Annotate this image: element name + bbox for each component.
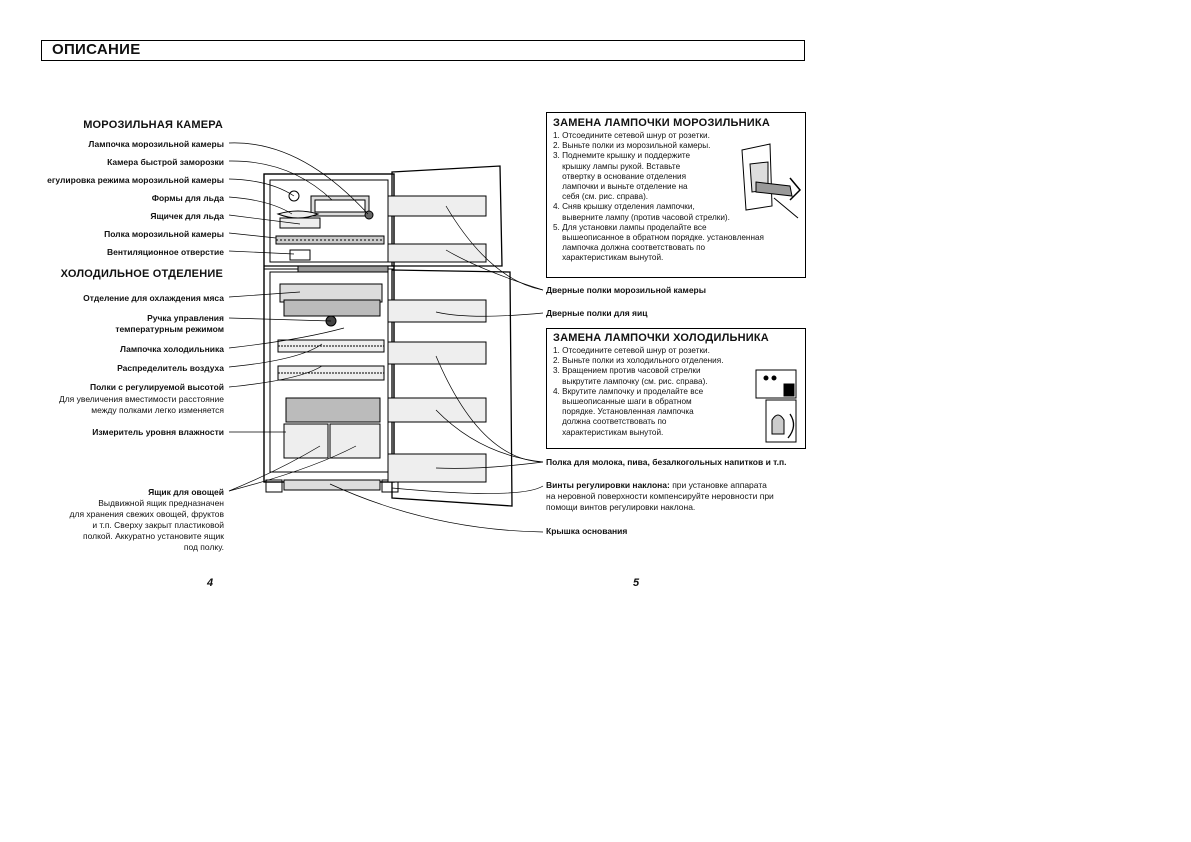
- step-line: 1. Отсоедините сетевой шнур от розетки.: [553, 346, 723, 356]
- step-line: 3. Вращением против часовой стрелки: [553, 366, 723, 376]
- page-number-right: 5: [633, 577, 639, 589]
- label-veg-desc-1: Выдвижной ящик предназначен: [98, 498, 224, 508]
- label-veg-desc-4: полкой. Аккуратно установите ящик: [83, 531, 224, 541]
- step-line: 5. Для установки лампы проделайте все: [553, 223, 764, 233]
- label-leveling-screws: Винты регулировки наклона: при установке…: [546, 480, 767, 490]
- label-quick-freeze: Камера быстрой заморозки: [107, 157, 224, 167]
- step-line: себя (см. рис. справа).: [553, 192, 764, 202]
- step-line: лампочка должна соответствовать по: [553, 243, 764, 253]
- fridge-lamp-steps: 1. Отсоедините сетевой шнур от розетки. …: [553, 346, 723, 438]
- fridge-lamp-title: ЗАМЕНА ЛАМПОЧКИ ХОЛОДИЛЬНИКА: [553, 332, 769, 344]
- step-line: 2. Выньте полки из морозильной камеры.: [553, 141, 764, 151]
- step-line: должна соответствовать по: [553, 417, 723, 427]
- label-fridge-lamp: Лампочка холодильника: [120, 344, 224, 354]
- step-line: порядке. Установленная лампочка: [553, 407, 723, 417]
- step-line: лампочки и выньте отделение на: [553, 182, 764, 192]
- leveling-screws-text-1: при установке аппарата: [670, 480, 767, 490]
- leveling-screws-text-3: помощи винтов регулировки наклона.: [546, 502, 695, 512]
- step-line: вышеописанные шаги в обратном: [553, 397, 723, 407]
- label-knob-1: Ручка управления: [147, 313, 224, 323]
- label-ice-trays: Формы для льда: [152, 193, 224, 203]
- step-line: отвертку в основание отделения: [553, 172, 764, 182]
- step-line: 1. Отсоедините сетевой шнур от розетки.: [553, 131, 764, 141]
- leveling-screws-title: Винты регулировки наклона:: [546, 480, 670, 490]
- step-line: характеристикам вынутой.: [553, 428, 723, 438]
- label-freezer-lamp: Лампочка морозильной камеры: [88, 139, 224, 149]
- label-freezer-door-shelves: Дверные полки морозильной камеры: [546, 285, 706, 295]
- freezer-lamp-title: ЗАМЕНА ЛАМПОЧКИ МОРОЗИЛЬНИКА: [553, 117, 770, 129]
- step-line: крышку лампы рукой. Вставьте: [553, 162, 764, 172]
- page-number-left: 4: [207, 577, 213, 589]
- label-freezer-control: егулировка режима морозильной камеры: [47, 175, 224, 185]
- step-line: 4. Вкрутите лампочку и проделайте все: [553, 387, 723, 397]
- step-line: 2. Выньте полки из холодильного отделени…: [553, 356, 723, 366]
- label-vegetable-drawer: Ящик для овощей: [148, 487, 224, 497]
- label-shelves-desc-1: Для увеличения вместимости расстояние: [59, 394, 224, 404]
- label-base-cover: Крышка основания: [546, 526, 627, 536]
- leveling-screws-text-2: на неровной поверхности компенсируйте не…: [546, 491, 774, 501]
- label-egg-shelves: Дверные полки для яиц: [546, 308, 647, 318]
- step-line: 4. Сняв крышку отделения лампочки,: [553, 202, 764, 212]
- label-veg-desc-2: для хранения свежих овощей, фруктов: [70, 509, 224, 519]
- label-knob-2: температурным режимом: [115, 324, 224, 334]
- label-meat-compartment: Отделение для охлаждения мяса: [83, 293, 224, 303]
- label-ice-bin: Ящичек для льда: [150, 211, 224, 221]
- fridge-section-title: ХОЛОДИЛЬНОЕ ОТДЕЛЕНИЕ: [61, 268, 223, 280]
- step-line: выкрутите лампочку (см. рис. справа).: [553, 377, 723, 387]
- freezer-lamp-steps: 1. Отсоедините сетевой шнур от розетки. …: [553, 131, 764, 264]
- label-air-distributor: Распределитель воздуха: [117, 363, 224, 373]
- label-vent: Вентиляционное отверстие: [107, 247, 224, 257]
- step-line: выверните лампу (против часовой стрелки)…: [553, 213, 764, 223]
- label-veg-desc-3: и т.п. Сверху закрыт пластиковой: [92, 520, 224, 530]
- freezer-section-title: МОРОЗИЛЬНАЯ КАМЕРА: [83, 119, 223, 131]
- step-line: 3. Поднемите крышку и поддержите: [553, 151, 764, 161]
- label-milk-shelf: Полка для молока, пива, безалкогольных н…: [546, 457, 786, 467]
- label-freezer-shelf: Полка морозильной камеры: [104, 229, 224, 239]
- label-humidity: Измеритель уровня влажности: [92, 427, 224, 437]
- label-shelves-desc-2: между полками легко изменяется: [91, 405, 224, 415]
- step-line: характеристикам вынутой.: [553, 253, 764, 263]
- label-adjustable-shelves: Полки с регулируемой высотой: [90, 382, 224, 392]
- step-line: вышеописанное в обратном порядке. устано…: [553, 233, 764, 243]
- label-veg-desc-5: под полку.: [184, 542, 224, 552]
